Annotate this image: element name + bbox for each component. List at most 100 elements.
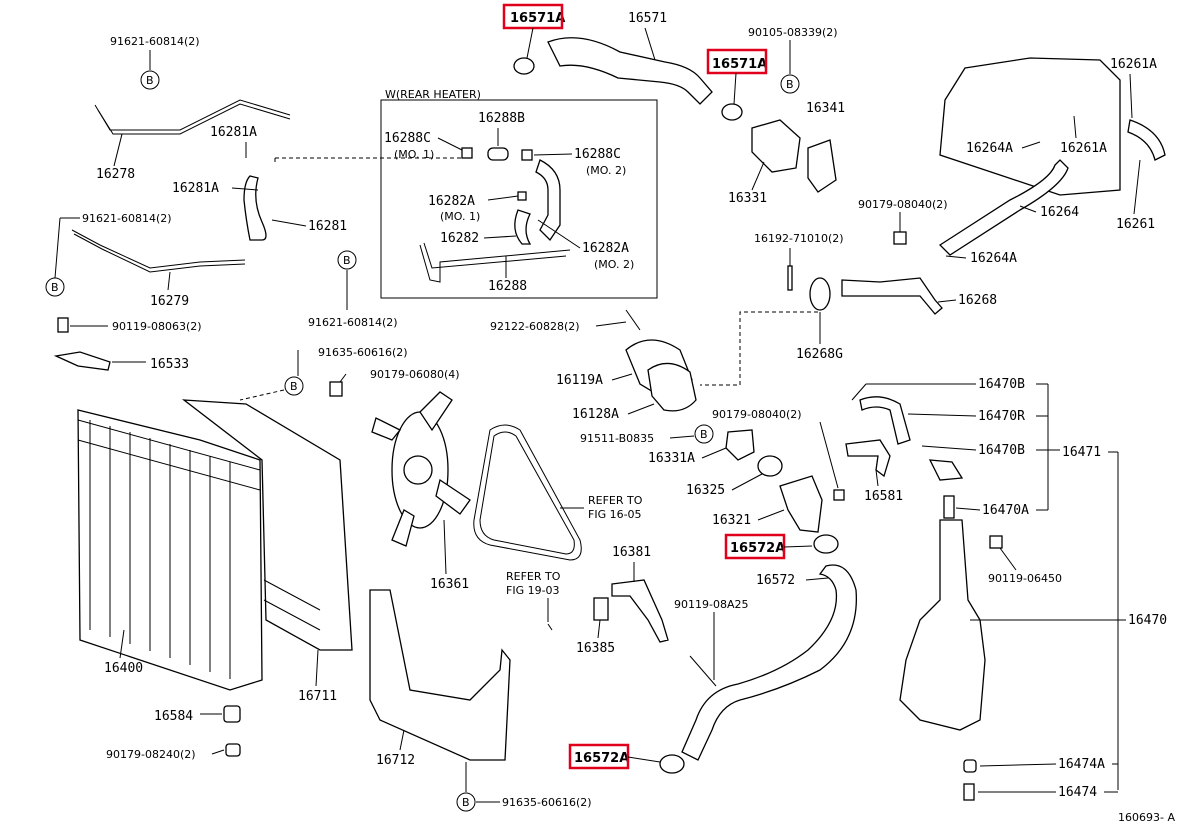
label-90119-08a25: 90119-08A25 — [674, 598, 748, 611]
heater-pipe-16279[interactable] — [71, 229, 246, 269]
pipe-inset[interactable] — [535, 159, 561, 242]
bracket-16385[interactable] — [593, 597, 609, 621]
hose-clamp-16571a-right[interactable] — [721, 103, 743, 121]
radiator-inlet-hose-16571[interactable] — [547, 37, 713, 105]
label-16279: 16279 — [150, 294, 189, 309]
hose-16281[interactable] — [243, 175, 267, 241]
radiator-group — [77, 399, 353, 757]
tube-16470a[interactable] — [943, 495, 955, 519]
bolt-refer-19-03[interactable] — [547, 623, 553, 631]
label-16325: 16325 — [686, 483, 725, 498]
fan-group — [329, 381, 717, 761]
hose-clamp-16572a-upper[interactable] — [813, 534, 839, 554]
clip-90179-08040[interactable] — [893, 231, 907, 245]
drive-belt[interactable] — [473, 424, 582, 561]
reservoir-group — [845, 396, 1003, 801]
label-90179-08040-mid: 90179-08040(2) — [712, 408, 802, 421]
refer-fig-19-03-line1: REFER TO — [506, 570, 561, 583]
label-16474a: 16474A — [1058, 757, 1105, 772]
lower-hose-group — [659, 564, 858, 774]
label-90179-08240: 90179-08240(2) — [106, 748, 196, 761]
label-16361: 16361 — [430, 577, 469, 592]
hose-clamp-16572a-lower[interactable] — [659, 754, 685, 774]
radiator-outlet-hose-16572[interactable] — [681, 564, 858, 761]
label-16470: 16470 — [1128, 613, 1167, 628]
bracket-16581[interactable] — [845, 439, 891, 478]
hose-clamp-16571a-top[interactable] — [513, 57, 535, 75]
label-16128a: 16128A — [572, 407, 619, 422]
label-16192: 16192-71010(2) — [754, 232, 844, 245]
gasket-16325[interactable] — [757, 455, 783, 477]
label-16261: 16261 — [1116, 217, 1155, 232]
refer-fig-16-05-line1: REFER TO — [588, 494, 643, 507]
label-91635-bottom: 91635-60616(2) — [502, 796, 592, 809]
water-pipe-16268[interactable] — [841, 277, 943, 315]
shroud-16712[interactable] — [369, 589, 511, 761]
part-16288b[interactable] — [487, 147, 509, 161]
svg-text:(MO. 2): (MO. 2) — [586, 164, 626, 177]
label-16288: 16288 — [488, 279, 527, 294]
clamp-16282a-mo1[interactable] — [517, 191, 527, 201]
water-inlet-16321[interactable] — [779, 475, 823, 533]
radiator-shroud-16711[interactable] — [181, 399, 353, 651]
label-16572a-upper: 16572A — [730, 541, 785, 556]
label-16282: 16282 — [440, 231, 479, 246]
bolt-90119-08063[interactable] — [57, 317, 69, 333]
label-16571a-right: 16571A — [712, 57, 767, 72]
label-16381: 16381 — [612, 545, 651, 560]
label-16288c-right: 16288C — [574, 147, 621, 162]
hose-16282[interactable] — [514, 209, 532, 245]
nut-90179-06080[interactable] — [329, 381, 343, 397]
bracket-16381[interactable] — [611, 579, 669, 643]
inset-box — [380, 99, 658, 299]
gasket-16268g[interactable] — [809, 277, 831, 311]
svg-text:B: B — [786, 78, 794, 91]
bolt-reference-b — [780, 74, 800, 94]
label-16261a-mid: 16261A — [1060, 141, 1107, 156]
drain-cock-16584[interactable] — [223, 705, 241, 723]
drain-plug-90179-08240[interactable] — [225, 743, 241, 757]
cap-16470b[interactable] — [928, 459, 964, 481]
figure-id: 160693- A — [1118, 811, 1175, 824]
gasket-16341[interactable] — [807, 139, 837, 193]
label-16264a-right: 16264A — [970, 251, 1017, 266]
housing-16128a[interactable] — [647, 362, 697, 412]
label-90119-06450: 90119-06450 — [988, 572, 1062, 585]
heater-hose-16261[interactable] — [1127, 119, 1166, 161]
reservoir-tank-16470[interactable] — [899, 519, 986, 731]
bolt-90119-06450[interactable] — [989, 535, 1003, 549]
label-16474: 16474 — [1058, 785, 1097, 800]
label-16400: 16400 — [104, 661, 143, 676]
label-91621-mid: 91621-60814(2) — [82, 212, 172, 225]
upper-hose-group — [513, 37, 837, 193]
clip-16288c-left[interactable] — [461, 147, 473, 159]
thermostat-16331a[interactable] — [725, 429, 755, 461]
label-16321: 16321 — [712, 513, 751, 528]
bolt-90119-08a25[interactable] — [689, 655, 717, 687]
grommet-16474a[interactable] — [963, 759, 977, 773]
heater-pipe-16278[interactable] — [94, 99, 291, 131]
water-outlet-16331[interactable] — [751, 119, 801, 173]
label-16470a: 16470A — [982, 503, 1029, 518]
cap-16474[interactable] — [963, 783, 975, 801]
stud-92122[interactable] — [625, 309, 641, 331]
label-16584: 16584 — [154, 709, 193, 724]
heater-hose-16264[interactable] — [938, 159, 1069, 256]
clamp-16533[interactable] — [53, 351, 111, 371]
fan-16361[interactable] — [403, 455, 433, 485]
clip-16288c-right[interactable] — [521, 149, 533, 161]
label-16572: 16572 — [756, 573, 795, 588]
label-16288b: 16288B — [478, 111, 525, 126]
stud-16192[interactable] — [787, 265, 793, 291]
svg-text:B: B — [700, 428, 708, 441]
label-16268g: 16268G — [796, 347, 843, 362]
pipe-16288[interactable] — [419, 244, 571, 283]
nut-90179-08040-mid[interactable] — [833, 489, 845, 501]
label-16470r: 16470R — [978, 409, 1025, 424]
overflow-hose-16470r[interactable] — [859, 396, 911, 445]
label-16288c-left: 16288C — [384, 131, 431, 146]
svg-text:B: B — [343, 254, 351, 267]
label-91621-bottom: 91621-60814(2) — [308, 316, 398, 329]
fan-blade — [419, 391, 453, 432]
